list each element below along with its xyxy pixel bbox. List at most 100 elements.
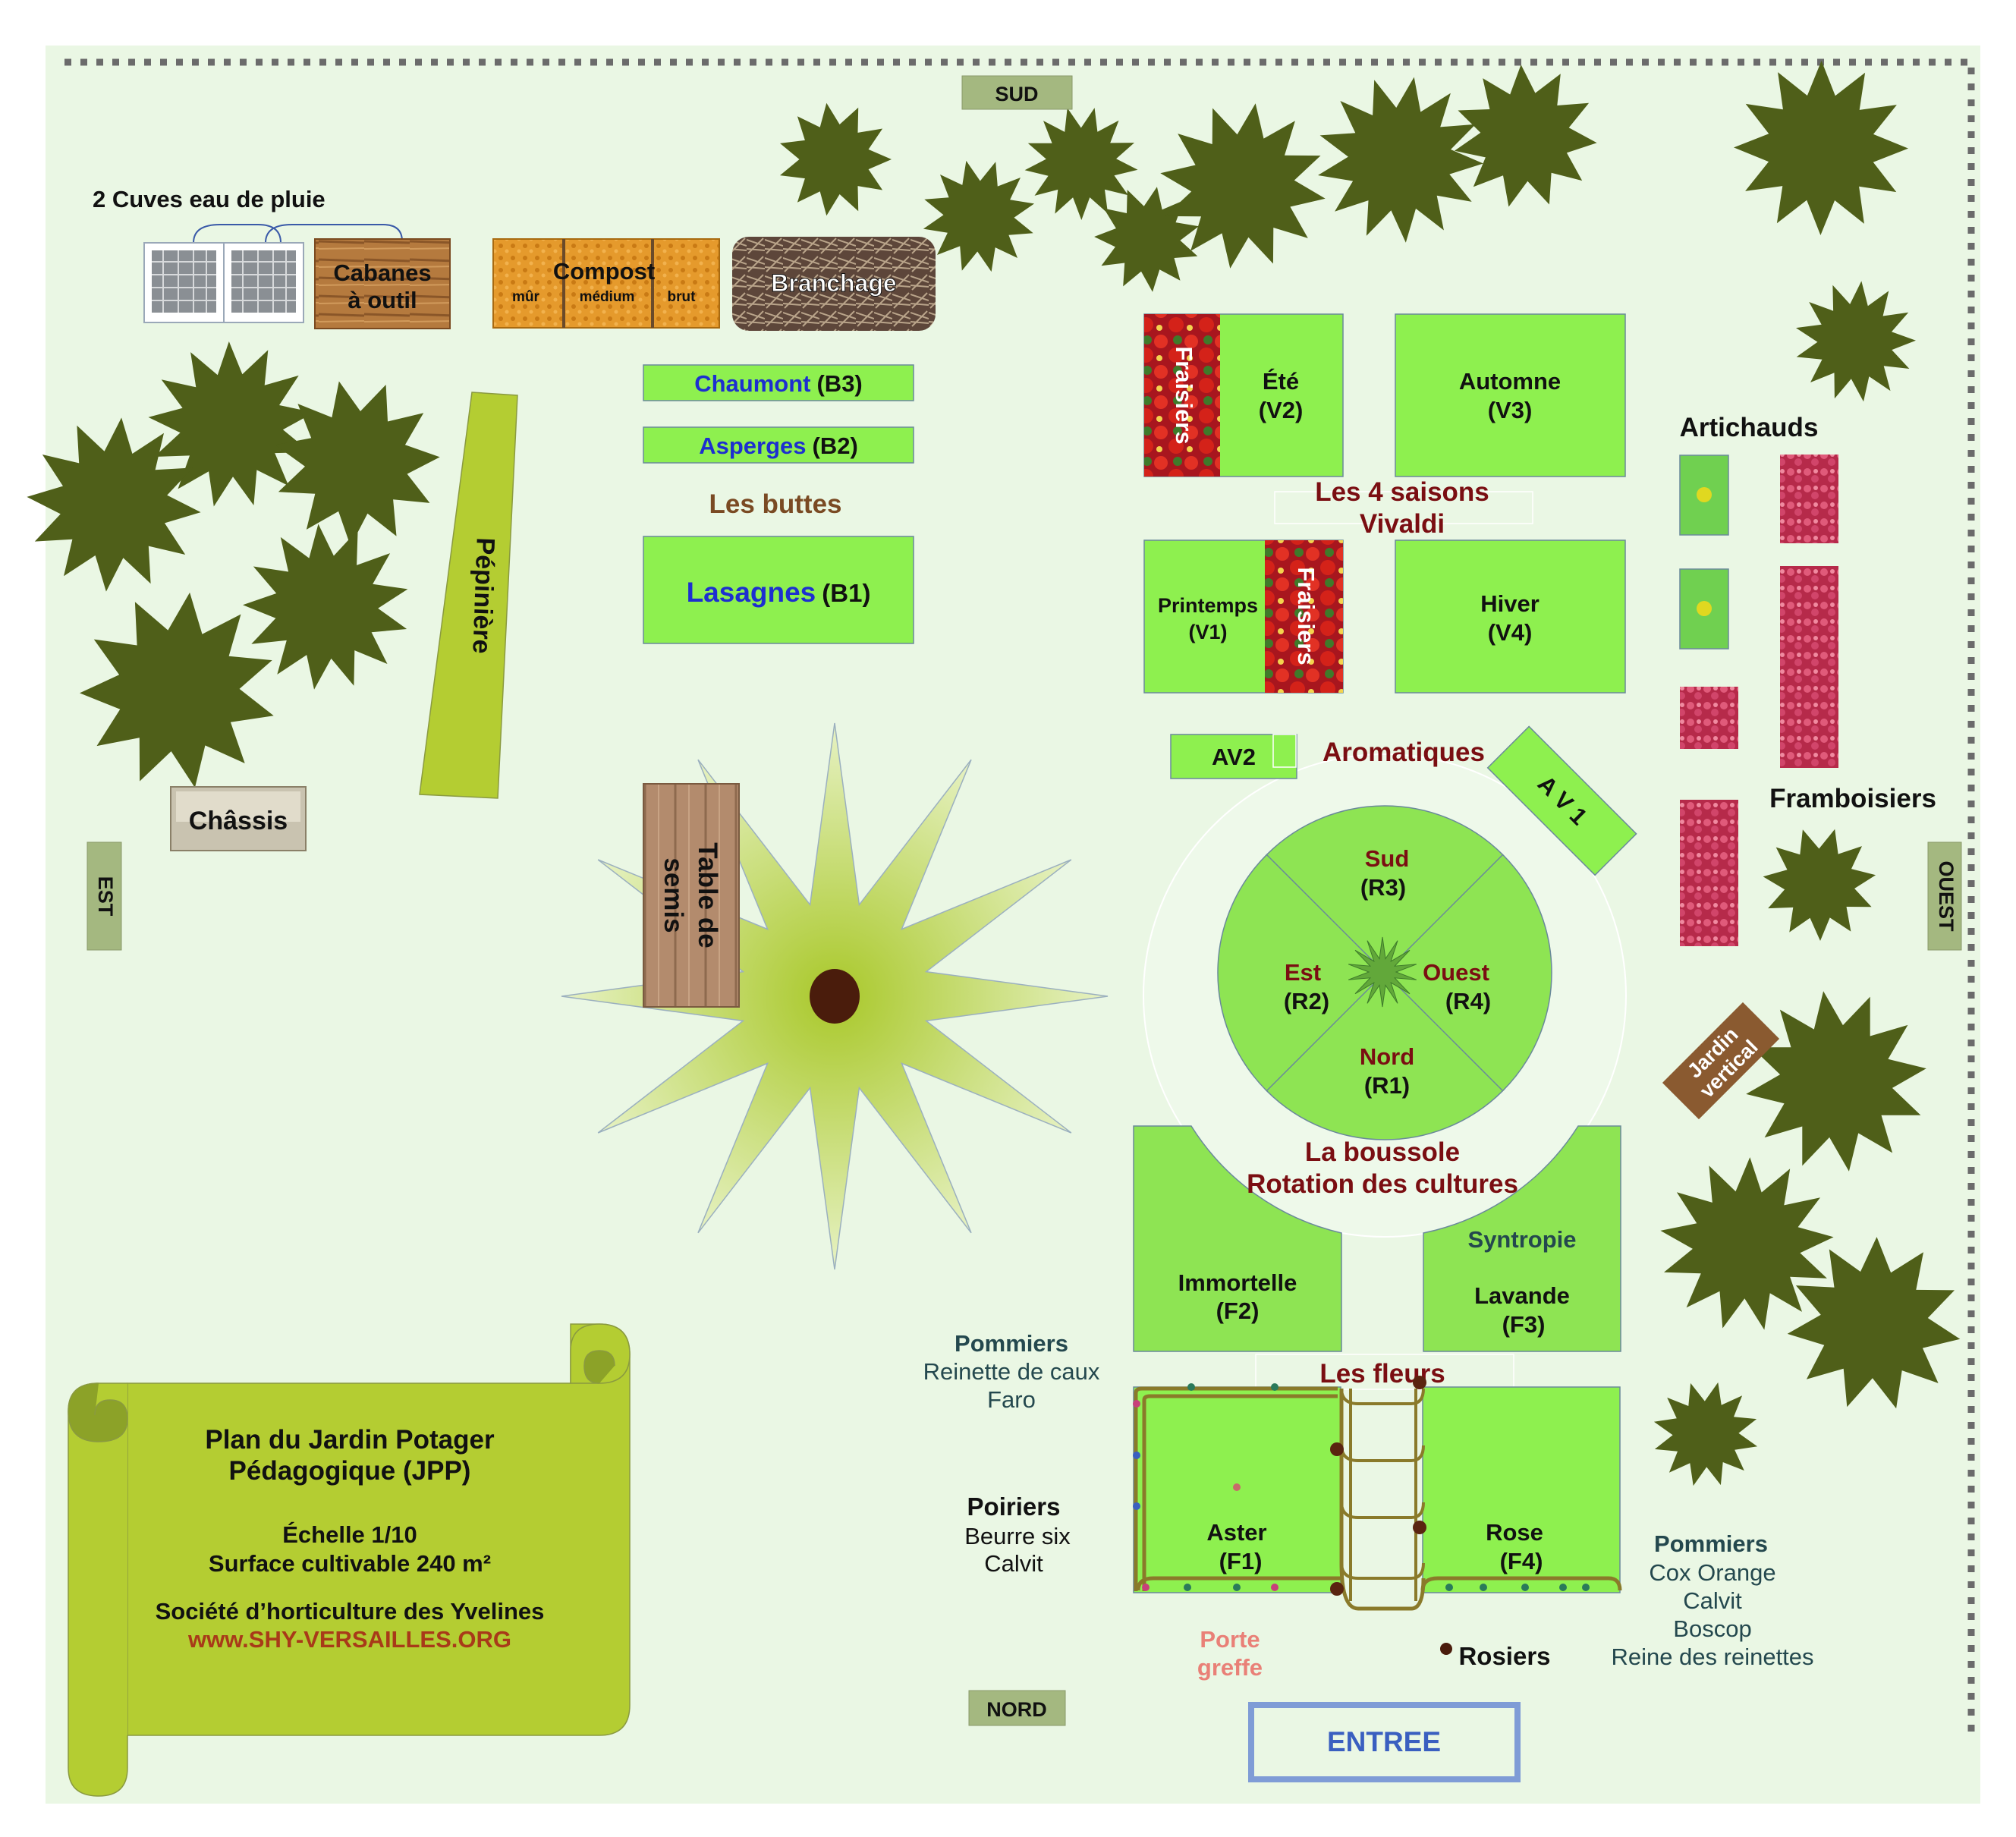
bed-b1: Lasagnes(B1) (643, 536, 914, 644)
bed-b2-name: Asperges (699, 433, 806, 459)
compass-star (1348, 936, 1417, 1008)
entrance-label: ENTREE (1327, 1726, 1441, 1757)
bed-f4-name: Rose (1486, 1519, 1543, 1546)
branch-pile-label: Branchage (771, 269, 896, 297)
tree-icon (80, 592, 274, 788)
artichoke-plots (1679, 455, 1729, 650)
bed-b2-code: (B2) (813, 433, 858, 459)
central-tree-trunk (810, 969, 860, 1024)
compost-bins: Compost mûr médium brut (492, 238, 720, 329)
raspberry-plot-2 (1780, 566, 1838, 768)
orientation-west-label: OUEST (1935, 860, 1958, 932)
entrance: ENTREE (1248, 1702, 1521, 1782)
legend-scroll: Plan du Jardin Potager Pédagogique (JPP)… (68, 1323, 631, 1797)
bed-f3-name: Lavande (1474, 1282, 1570, 1309)
tool-sheds: Cabanes à outil (314, 238, 451, 329)
plant-dot (1271, 1383, 1278, 1391)
cold-frame-label: Châssis (189, 807, 288, 835)
sector-r2-code: (R2) (1284, 988, 1329, 1014)
sector-r4-name: Ouest (1423, 959, 1489, 986)
raspberry-plots (1680, 455, 1838, 946)
sheds-label-2: à outil (348, 287, 417, 313)
bed-f3-syntropie: Syntropie (1468, 1226, 1577, 1253)
orientation-east: EST (86, 841, 122, 951)
bed-f3-code: (F3) (1502, 1311, 1546, 1338)
seed-table-label-2: semis (659, 857, 688, 933)
orientation-south: SUD (961, 75, 1073, 110)
bed-b2: Asperges (B2) (643, 426, 914, 464)
tree-icon (780, 102, 892, 216)
svg-text:Chaumont(B3): Chaumont(B3) (694, 370, 863, 397)
plant-dot (1233, 1584, 1241, 1591)
plant-dot (1582, 1584, 1590, 1591)
sector-r2-name: Est (1285, 959, 1321, 986)
sector-r1-code: (R1) (1364, 1072, 1410, 1099)
apple-variety: Reine des reinettes (1611, 1644, 1813, 1670)
strawberries-v1-label: Fraisiers (1293, 567, 1319, 665)
tree-icon (1787, 1237, 1961, 1409)
raspberry-plot-3 (1680, 687, 1738, 749)
plant-dot (1142, 1584, 1150, 1591)
bed-v2: Fraisiers Été (V2) (1143, 313, 1344, 477)
compost-raw: brut (668, 289, 697, 305)
plant-dot (1133, 1502, 1140, 1510)
legend-title-1: Plan du Jardin Potager (205, 1425, 495, 1455)
raspberry-plot-1 (1780, 455, 1838, 543)
plant-dot (1521, 1584, 1529, 1591)
rainwater-tank-2 (223, 242, 304, 323)
tree-icon (275, 381, 440, 546)
plant-dot (1187, 1383, 1195, 1391)
compass-title-1: La boussole (1305, 1137, 1460, 1167)
bed-b3: Chaumont(B3) (643, 364, 914, 401)
bed-v1-name: Printemps (1158, 594, 1258, 617)
legend-title-2: Pédagogique (JPP) (229, 1456, 471, 1486)
bed-av2 (1170, 734, 1297, 779)
legend-website: www.SHY-VERSAILLES.ORG (187, 1626, 511, 1653)
apple-trees-right-title: Pommiers (1654, 1530, 1768, 1557)
tree-icon (1024, 108, 1138, 220)
apple-variety: Faro (987, 1386, 1036, 1413)
plant-dot (1184, 1584, 1191, 1591)
roses-label: Rosiers (1458, 1642, 1550, 1670)
mound-beds: Chaumont(B3) Asperges(B2) Les buttes Las… (643, 364, 914, 644)
apple-variety: Boscop (1673, 1615, 1751, 1642)
pear-variety: Beurre six (964, 1523, 1071, 1549)
plant-dot (1559, 1584, 1567, 1591)
compost-title: Compost (553, 258, 655, 285)
rainwater-tank-1 (143, 242, 225, 323)
apple-trees-left-title: Pommiers (955, 1330, 1068, 1357)
flower-icon (1697, 487, 1712, 502)
bed-v4-code: (V4) (1488, 619, 1533, 646)
apple-variety: Reinette de caux (923, 1358, 1100, 1385)
flowers-title: Les fleurs (1319, 1359, 1445, 1389)
bed-v2-name: Été (1263, 368, 1299, 395)
rose-arch-path (1330, 1376, 1426, 1611)
plant-dot (1480, 1584, 1487, 1591)
tree-icon (27, 417, 201, 592)
artichokes-label: Artichauds (1680, 413, 1819, 442)
bed-v3-code: (V3) (1488, 397, 1533, 423)
compost-mature: mûr (512, 289, 540, 305)
bed-f4: Rose (F4) (1420, 1386, 1622, 1593)
tree-icon (923, 160, 1035, 272)
plant-dot (1271, 1584, 1278, 1591)
tree-icon (1160, 103, 1326, 269)
nursery: Pépinière (419, 392, 518, 799)
sector-r3-name: Sud (1365, 845, 1410, 872)
legend-scale: Échelle 1/10 (282, 1521, 417, 1548)
tree-icon (1734, 61, 1908, 235)
raspberry-plot-4 (1680, 800, 1738, 946)
bed-v1: Fraisiers Printemps (V1) (1143, 539, 1344, 694)
bed-v3-name: Automne (1459, 368, 1561, 395)
strawberries-v2-label: Fraisiers (1171, 346, 1197, 444)
sector-r3-code: (R3) (1360, 874, 1406, 901)
aromatics-title: Aromatiques (1323, 738, 1485, 767)
rootstock-label-2: greffe (1197, 1654, 1263, 1681)
apple-variety: Calvit (1683, 1587, 1742, 1614)
bed-f1-code: (F1) (1219, 1548, 1263, 1574)
tree-icon (1454, 64, 1597, 207)
tree-icon (1763, 829, 1876, 941)
bed-v3: Automne (V3) (1395, 313, 1626, 477)
orientation-north-label: NORD (986, 1698, 1047, 1721)
